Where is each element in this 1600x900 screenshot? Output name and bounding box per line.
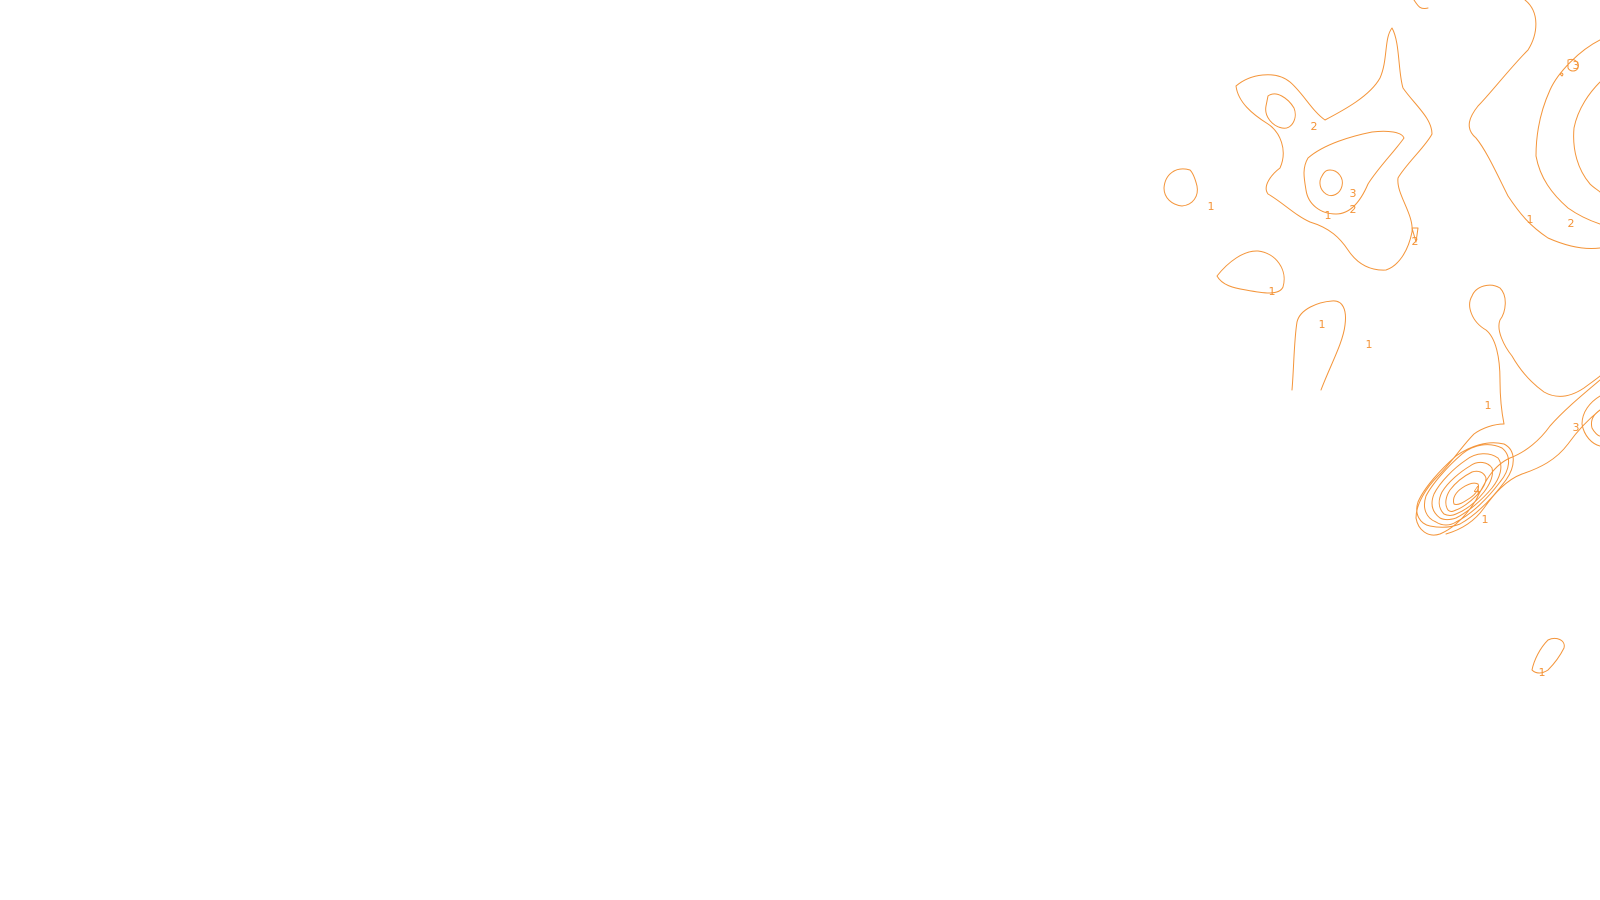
contour-line <box>1291 300 1346 391</box>
contour-line <box>1319 169 1343 197</box>
contour-line <box>1235 27 1433 271</box>
contour-label: 1 <box>1325 209 1332 222</box>
contour-line <box>1468 0 1600 249</box>
contour-label: 1 <box>1208 200 1215 213</box>
contour-line <box>1471 284 1600 397</box>
contour-line <box>1581 395 1600 447</box>
contour-label: 3 <box>1573 421 1580 434</box>
contour-lines <box>1163 0 1600 674</box>
contour-line <box>1445 470 1487 512</box>
contour-line <box>1415 379 1600 536</box>
contour-line <box>1559 72 1564 77</box>
contour-line <box>1163 168 1198 207</box>
contour-label: 1 <box>1319 318 1326 331</box>
contour-line <box>1413 0 1429 9</box>
contour-line <box>1438 461 1493 516</box>
contour-line <box>1265 93 1296 129</box>
contour-label: 2 <box>1311 120 1318 133</box>
contour-label: 1 <box>1527 213 1534 226</box>
contour-line <box>1445 409 1600 535</box>
contour-line <box>1411 227 1419 243</box>
contour-line <box>1416 442 1514 528</box>
contour-line <box>1567 59 1579 72</box>
contour-labels: 1 1 2 2 3 1 2 2 1 1 1 1 1 3 3 4 1 <box>1208 59 1580 679</box>
contour-label: 4 <box>1474 484 1481 497</box>
contour-label: 1 <box>1539 666 1546 679</box>
contour-label: 1 <box>1269 285 1276 298</box>
contour-line <box>1535 39 1600 225</box>
contour-label: 1 <box>1482 513 1489 526</box>
contour-label: 3 <box>1350 187 1357 200</box>
contour-label: 3 <box>1573 59 1580 72</box>
contour-label: 1 <box>1485 399 1492 412</box>
contour-label: 1 <box>1366 338 1373 351</box>
contour-label: 2 <box>1568 217 1575 230</box>
contour-line <box>1591 409 1600 437</box>
contour-line <box>1469 295 1505 425</box>
contour-line <box>1431 453 1502 520</box>
contour-line <box>1216 250 1285 294</box>
contour-line <box>1453 482 1479 505</box>
contour-label: 2 <box>1412 235 1419 248</box>
contour-line <box>1303 130 1405 215</box>
contour-label: 2 <box>1350 203 1357 216</box>
contour-line <box>1573 81 1600 193</box>
contour-line <box>1531 637 1565 674</box>
contour-line <box>1423 444 1509 526</box>
